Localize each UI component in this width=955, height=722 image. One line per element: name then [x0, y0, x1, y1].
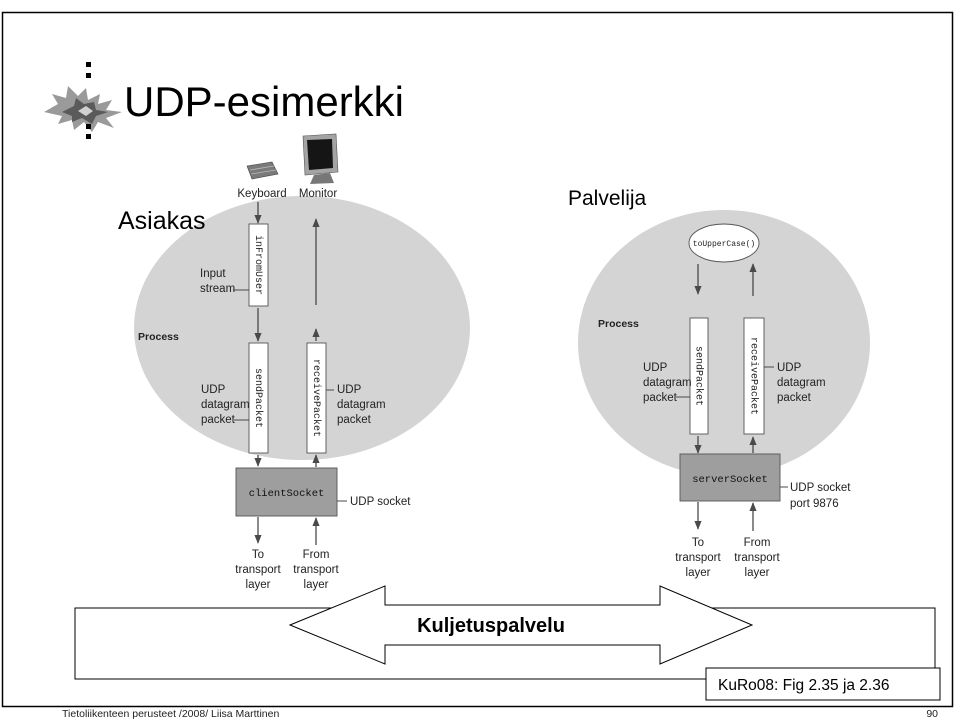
- slide-footer: Tietoliikenteen perusteet /2008/ Liisa M…: [62, 708, 279, 720]
- transport-service: Kuljetuspalvelu: [74, 585, 936, 680]
- server-socket-label-line1: UDP socket: [790, 482, 851, 494]
- client-socket-name: clientSocket: [249, 488, 325, 500]
- server-function-name: toUpperCase(): [693, 240, 755, 249]
- server-receive-packet-box: [743, 317, 765, 435]
- server-process-area: [578, 210, 870, 476]
- client-send-packet-box: [248, 342, 269, 454]
- server-from-transport-line3: layer: [745, 567, 770, 579]
- transport-service-double-arrow: [288, 585, 754, 665]
- client-receive-packet-label-line3: packet: [337, 414, 372, 426]
- client-to-transport-line2: transport: [235, 564, 281, 576]
- client-receive-packet-label-line2: datagram: [337, 399, 386, 411]
- university-flame-logo-icon: [44, 86, 122, 132]
- client-from-transport-line2: transport: [293, 564, 339, 576]
- client-send-packet-name: sendPacket: [252, 368, 264, 428]
- slide-frame: [1, 11, 954, 708]
- client-receive-packet-name: receivePacket: [310, 359, 322, 437]
- server-to-transport-line1: To: [692, 537, 704, 549]
- keyboard-label: Keyboard: [237, 188, 286, 200]
- client-send-packet-label-line1: UDP: [201, 384, 226, 396]
- server-send-packet-label-line3: packet: [643, 392, 678, 404]
- client-diagram: Asiakas Keyboard Monitor inFromUser Inpu…: [118, 133, 470, 591]
- monitor-label: Monitor: [299, 188, 338, 200]
- client-process-area: [134, 196, 470, 460]
- client-send-packet-label-line3: packet: [201, 414, 236, 426]
- keyboard-icon: [246, 161, 279, 180]
- server-from-transport-line2: transport: [734, 552, 780, 564]
- server-process-label: Process: [598, 318, 639, 330]
- server-socket-box: [679, 453, 781, 502]
- server-function-node: [688, 223, 760, 263]
- client-send-packet-label-line2: datagram: [201, 399, 250, 411]
- input-stream-label-line1: Input: [200, 268, 226, 280]
- server-socket-name: serverSocket: [692, 474, 768, 486]
- client-heading: Asiakas: [118, 207, 206, 235]
- server-diagram: Palvelija toUpperCase() Process sendPack…: [568, 187, 870, 579]
- client-to-transport-line1: To: [252, 549, 264, 561]
- client-socket-label: UDP socket: [350, 496, 411, 508]
- client-from-transport-line3: layer: [304, 579, 329, 591]
- input-stream-box: [248, 223, 269, 307]
- input-stream-name: inFromUser: [252, 235, 264, 295]
- slide-title: UDP-esimerkki: [124, 78, 404, 125]
- client-receive-packet-label-line1: UDP: [337, 384, 362, 396]
- server-heading: Palvelija: [568, 187, 647, 210]
- client-to-transport-line3: layer: [246, 579, 271, 591]
- figure-reference-text: KuRo08: Fig 2.35 ja 2.36: [718, 677, 889, 694]
- bullet-marker-icon: [86, 62, 91, 139]
- input-stream-label-line2: stream: [200, 283, 235, 295]
- server-from-transport-line1: From: [744, 537, 771, 549]
- figure-reference: KuRo08: Fig 2.35 ja 2.36: [705, 667, 941, 701]
- server-receive-packet-label-line3: packet: [777, 392, 812, 404]
- server-receive-packet-name: receivePacket: [747, 337, 759, 415]
- client-socket-box: [235, 467, 338, 517]
- server-send-packet-name: sendPacket: [692, 346, 704, 406]
- server-send-packet-label-line1: UDP: [643, 362, 668, 374]
- figure-reference-box: [705, 667, 941, 701]
- client-receive-packet-box: [306, 342, 327, 454]
- transport-service-label: Kuljetuspalvelu: [417, 615, 565, 637]
- server-to-transport-line2: transport: [675, 552, 721, 564]
- client-from-transport-line1: From: [303, 549, 330, 561]
- server-socket-label-line2: port 9876: [790, 498, 839, 510]
- server-receive-packet-label-line1: UDP: [777, 362, 802, 374]
- page-number: 90: [926, 708, 938, 720]
- server-to-transport-line3: layer: [686, 567, 711, 579]
- server-send-packet-label-line2: datagram: [643, 377, 692, 389]
- server-send-packet-box: [689, 317, 709, 435]
- client-process-label: Process: [138, 331, 179, 343]
- monitor-icon: [302, 133, 339, 184]
- server-receive-packet-label-line2: datagram: [777, 377, 826, 389]
